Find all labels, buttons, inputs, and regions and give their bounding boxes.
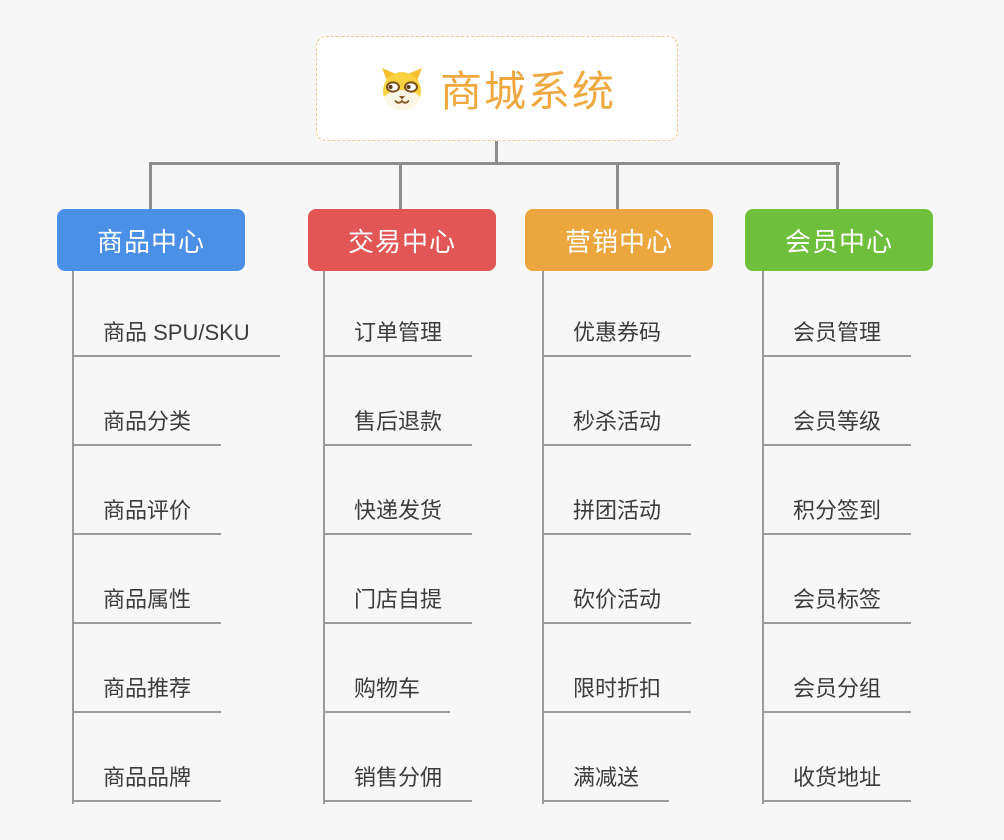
leaf-item[interactable]: 商品属性 [72,585,222,624]
branch-trunk-marketing [542,271,544,804]
leaf-item[interactable]: 会员标签 [762,585,912,624]
leaf-item[interactable]: 优惠券码 [542,318,692,357]
leaf-item[interactable]: 购物车 [323,674,451,713]
leaf-item[interactable]: 订单管理 [323,318,473,357]
branch-node-marketing-center[interactable]: 营销中心 [525,209,713,271]
branch-trunk-member [762,271,764,804]
branch-label: 营销中心 [564,226,673,257]
leaf-item[interactable]: 会员等级 [762,407,912,446]
branch-label: 商品中心 [96,226,205,257]
connector-drop-marketing [616,162,619,210]
branch-node-product-center[interactable]: 商品中心 [57,209,245,271]
leaf-item[interactable]: 收货地址 [762,763,912,802]
leaf-item[interactable]: 拼团活动 [542,496,692,535]
leaf-item[interactable]: 限时折扣 [542,674,692,713]
leaf-item[interactable]: 积分签到 [762,496,912,535]
leaf-item[interactable]: 门店自提 [323,585,473,624]
connector-root-trunk [495,140,498,164]
connector-drop-member [836,162,839,210]
branch-trunk-product [72,271,74,804]
branch-node-member-center[interactable]: 会员中心 [745,209,933,271]
leaf-item[interactable]: 会员分组 [762,674,912,713]
leaf-item[interactable]: 满减送 [542,763,670,802]
leaf-item[interactable]: 售后退款 [323,407,473,446]
branch-node-trade-center[interactable]: 交易中心 [308,209,496,271]
root-title: 商城系统 [439,68,616,115]
leaf-item[interactable]: 砍价活动 [542,585,692,624]
branch-label: 交易中心 [347,226,456,257]
leaf-item[interactable]: 商品 SPU/SKU [72,318,280,357]
dog-face-icon [381,67,422,110]
leaf-item[interactable]: 秒杀活动 [542,407,692,446]
leaf-item[interactable]: 商品分类 [72,407,222,446]
leaf-item[interactable]: 销售分佣 [323,763,473,802]
leaf-item[interactable]: 会员管理 [762,318,912,357]
branch-trunk-trade [323,271,325,804]
connector-bus [149,162,840,165]
leaf-item[interactable]: 快递发货 [323,496,473,535]
connector-drop-trade [399,162,402,210]
leaf-item[interactable]: 商品推荐 [72,674,222,713]
leaf-item[interactable]: 商品品牌 [72,763,222,802]
connector-drop-product [149,162,152,210]
branch-label: 会员中心 [784,226,893,257]
leaf-item[interactable]: 商品评价 [72,496,222,535]
root-node[interactable]: 商城系统 [316,36,678,141]
